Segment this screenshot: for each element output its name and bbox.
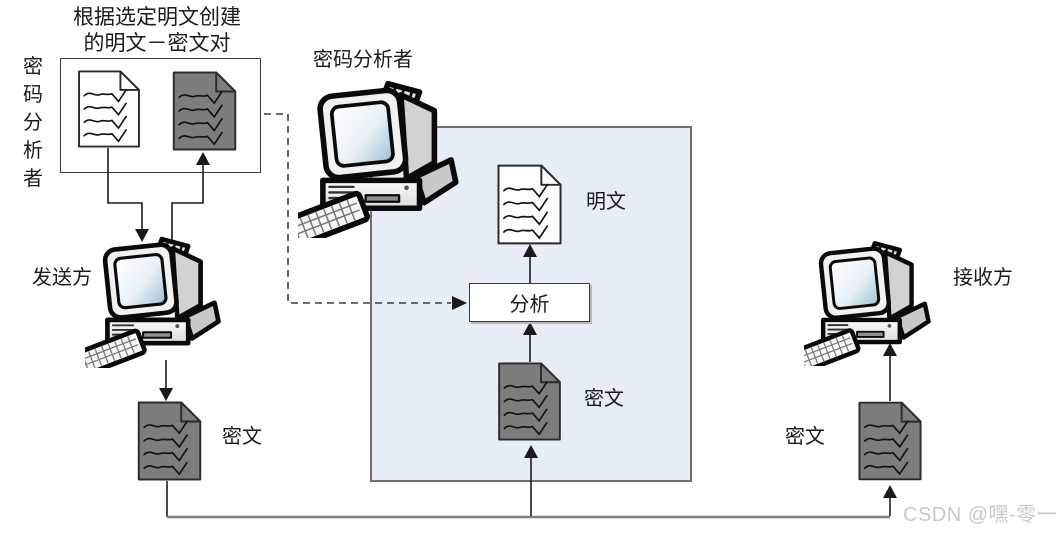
receiver-label: 接收方	[953, 267, 1013, 289]
sender-label: 发送方	[32, 267, 92, 289]
diagram-title-line2: 的明文－密文对	[83, 31, 231, 55]
ciphertext-sender-label: 密文	[222, 426, 262, 448]
cryptanalyst-label: 密码分析者	[313, 49, 413, 71]
pair-ciphertext-doc-icon	[172, 71, 237, 151]
csdn-watermark: CSDN @嘿-零一	[903, 504, 1058, 526]
plaintext-label: 明文	[586, 191, 626, 213]
diagram-title: 根据选定明文创建 的明文－密文对	[48, 4, 266, 56]
sender-ciphertext-doc-icon	[137, 401, 202, 481]
ciphertext-center-label: 密文	[584, 388, 624, 410]
cryptanalyst-vertical-label: 密码分析者	[23, 56, 43, 190]
analysis-label: 分析	[509, 294, 550, 316]
ciphertext-receiver-label: 密文	[785, 426, 825, 448]
diagram-title-line1: 根据选定明文创建	[73, 5, 241, 29]
analysis-process-box: 分析	[469, 283, 590, 322]
sender-computer-icon	[85, 236, 237, 368]
connector-channel-to-receiver-ciphertext	[883, 485, 897, 516]
receiver-computer-icon	[804, 240, 944, 366]
recovered-plaintext-doc-icon	[497, 164, 562, 245]
chosen-plaintext-doc-icon	[76, 70, 142, 148]
cryptanalyst-computer-icon	[298, 80, 476, 238]
receiver-ciphertext-doc-icon	[858, 401, 922, 481]
intercepted-ciphertext-doc-icon	[497, 362, 562, 441]
